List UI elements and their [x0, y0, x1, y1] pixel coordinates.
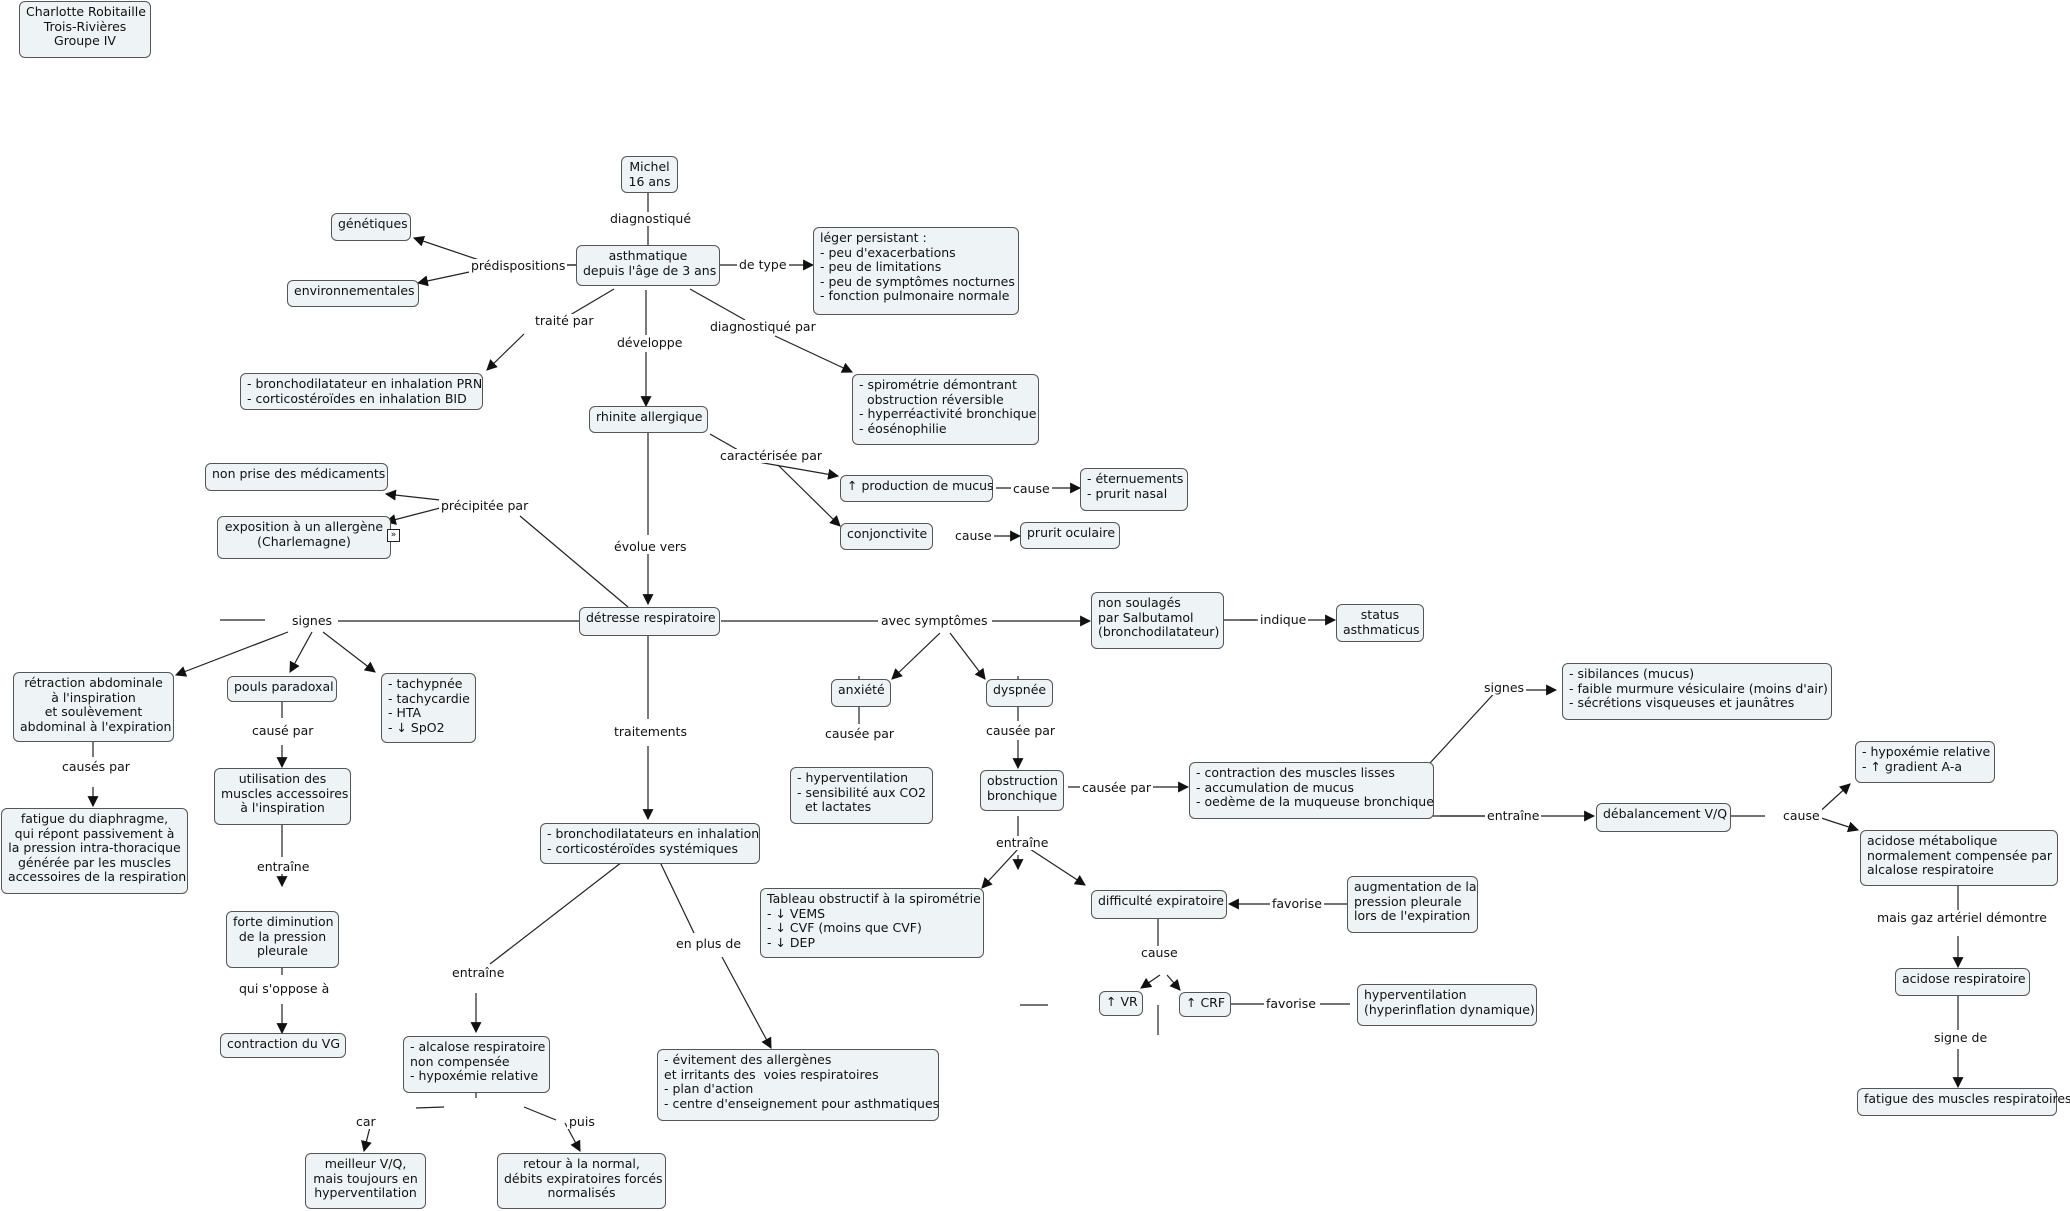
label-entraine-2: entraîne — [994, 835, 1051, 850]
node-meilleur-vq[interactable]: meilleur V/Q, mais toujours en hypervent… — [305, 1153, 426, 1209]
label-entraine-4: entraîne — [450, 965, 507, 980]
node-difficulte-expiratoire[interactable]: difficulté expiratoire — [1091, 890, 1227, 919]
node-anxiete[interactable]: anxiété — [831, 679, 891, 707]
label-de-type: de type — [737, 257, 789, 272]
expand-icon[interactable]: » — [387, 529, 400, 542]
node-pouls-paradoxal[interactable]: pouls paradoxal — [227, 676, 337, 702]
node-production-mucus[interactable]: ↑ production de mucus — [840, 475, 994, 502]
label-causee-par-3: causée par — [1080, 780, 1154, 795]
node-hyperinflation[interactable]: hyperventilation (hyperinflation dynamiq… — [1357, 984, 1537, 1026]
node-vr[interactable]: ↑ VR — [1099, 991, 1143, 1016]
label-en-plus-de: en plus de — [674, 936, 744, 951]
label-diagnostique: diagnostiqué — [608, 211, 694, 226]
node-non-prise-medicaments[interactable]: non prise des médicaments — [205, 463, 388, 491]
label-developpe: développe — [615, 335, 685, 350]
label-avec-symptomes: avec symptômes — [879, 613, 990, 628]
node-fatigue-muscles-respiratoires[interactable]: fatigue des muscles respiratoires — [1857, 1088, 2070, 1116]
label-puis: puis — [567, 1114, 597, 1129]
node-evitement-allergenes[interactable]: - évitement des allergènes et irritants … — [657, 1049, 939, 1121]
label-entraine-1: entraîne — [255, 859, 312, 874]
node-hyperventilation-co2[interactable]: - hyperventilation - sensibilité aux CO2… — [790, 767, 933, 824]
node-alcalose-respiratoire[interactable]: - alcalose respiratoire non compensée - … — [403, 1036, 550, 1093]
node-hypoxemie-relative-gradient[interactable]: - hypoxémie relative - ↑ gradient A-a — [1855, 741, 1995, 783]
label-causee-par-2: causée par — [984, 723, 1058, 738]
node-contraction-vg[interactable]: contraction du VG — [220, 1033, 346, 1058]
node-spirometrie[interactable]: - spirométrie démontrant obstruction rév… — [852, 374, 1039, 445]
label-cause-3: cause — [1781, 808, 1822, 823]
label-qui-soppose: qui s'oppose à — [237, 981, 332, 996]
label-cause-1: cause — [1011, 481, 1052, 496]
node-acidose-respiratoire[interactable]: acidose respiratoire — [1895, 968, 2030, 996]
node-retour-normal[interactable]: retour à la normal, débits expiratoires … — [497, 1153, 666, 1209]
label-indique: indique — [1258, 612, 1309, 627]
node-environnementales[interactable]: environnementales — [287, 280, 419, 307]
label-mais-gaz: mais gaz artériel démontre — [1875, 910, 2049, 925]
node-debalancement-vq[interactable]: débalancement V/Q — [1596, 803, 1731, 832]
label-caracterisee-par: caractérisée par — [718, 448, 825, 463]
node-contraction-muscles-lisses[interactable]: - contraction des muscles lisses - accum… — [1189, 762, 1434, 819]
node-non-soulages[interactable]: non soulagés par Salbutamol (bronchodila… — [1091, 592, 1224, 649]
node-tachypnee[interactable]: - tachypnée - tachycardie - HTA - ↓ SpO2 — [381, 673, 476, 743]
node-fatigue-diaphragme[interactable]: fatigue du diaphragme, qui répont passiv… — [1, 808, 188, 894]
node-eternuements[interactable]: - éternuements - prurit nasal — [1080, 468, 1188, 511]
node-traitements[interactable]: - bronchodilatateurs en inhalation - cor… — [540, 823, 760, 864]
node-prurit-oculaire[interactable]: prurit oculaire — [1020, 522, 1120, 549]
node-michel[interactable]: Michel 16 ans — [621, 156, 678, 193]
label-causee-par-1: causée par — [823, 726, 897, 741]
label-entraine-3: entraîne — [1485, 808, 1542, 823]
label-precipitee-par: précipitée par — [439, 498, 531, 513]
label-evolue-vers: évolue vers — [612, 539, 689, 554]
node-status-asthmaticus[interactable]: status asthmaticus — [1336, 604, 1424, 642]
label-cause-4: cause — [1139, 945, 1180, 960]
node-tableau-obstructif[interactable]: Tableau obstructif à la spirométrie - ↓ … — [760, 888, 984, 958]
node-forte-diminution[interactable]: forte diminution de la pression pleurale — [226, 911, 339, 968]
node-exposition-allergene[interactable]: exposition à un allergène (Charlemagne) — [217, 516, 391, 559]
node-detresse-respiratoire[interactable]: détresse respiratoire — [579, 607, 720, 636]
label-signe-de: signe de — [1932, 1030, 1990, 1045]
label-favorise-1: favorise — [1270, 896, 1324, 911]
node-dyspnee[interactable]: dyspnée — [986, 679, 1053, 707]
node-sibilances[interactable]: - sibilances (mucus) - faible murmure vé… — [1562, 663, 1832, 720]
node-augmentation-pression[interactable]: augmentation de la pression pleurale lor… — [1347, 876, 1478, 933]
label-car: car — [354, 1114, 378, 1129]
label-causes-par: causés par — [60, 759, 132, 774]
label-cause-2: cause — [953, 528, 994, 543]
node-asthmatique[interactable]: asthmatique depuis l'âge de 3 ans — [576, 245, 720, 286]
node-leger-persistant[interactable]: léger persistant : - peu d'exacerbations… — [813, 227, 1019, 315]
node-acidose-metabolique[interactable]: acidose métabolique normalement compensé… — [1860, 830, 2058, 886]
label-traitements: traitements — [612, 724, 689, 739]
node-crf[interactable]: ↑ CRF — [1179, 992, 1231, 1017]
label-cause-par: causé par — [250, 723, 316, 738]
node-utilisation-muscles[interactable]: utilisation des muscles accessoires à l'… — [214, 768, 351, 825]
node-rhinite-allergique[interactable]: rhinite allergique — [589, 406, 708, 433]
label-signes-2: signes — [1482, 680, 1527, 695]
label-signes-1: signes — [290, 613, 335, 628]
label-favorise-2: favorise — [1264, 996, 1318, 1011]
node-conjonctivite[interactable]: conjonctivite — [840, 523, 933, 550]
node-genetiques[interactable]: génétiques — [331, 213, 411, 241]
node-retraction-abdominale[interactable]: rétraction abdominale à l'inspiration et… — [13, 672, 174, 742]
node-bronchodilatateur-prn[interactable]: - bronchodilatateur en inhalation PRN - … — [240, 373, 483, 410]
author-box[interactable]: Charlotte Robitaille Trois-Rivières Grou… — [19, 1, 151, 58]
label-traite-par: traité par — [533, 313, 596, 328]
label-diagnostique-par: diagnostiqué par — [708, 319, 818, 334]
node-obstruction-bronchique[interactable]: obstruction bronchique — [980, 770, 1064, 811]
label-predispositions: prédispositions — [469, 258, 568, 273]
